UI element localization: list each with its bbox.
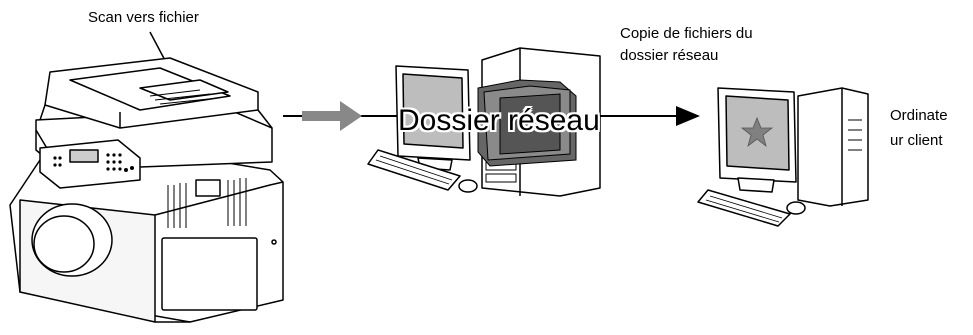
- star-icon: [740, 116, 774, 148]
- client-label-line1: Ordinate: [890, 107, 948, 124]
- folder-icon: [477, 79, 577, 167]
- copy-label-line2: dossier réseau: [620, 47, 719, 64]
- network-folder-label: Dossier réseau: [398, 104, 600, 137]
- multifunction-printer-icon: [9, 57, 284, 323]
- copy-label-line1: Copie de fichiers du: [620, 25, 753, 42]
- client-computer-icon: [697, 87, 869, 227]
- scan-to-file-label: Scan vers fichier: [88, 9, 199, 26]
- right-arrow-icon: [302, 101, 362, 131]
- client-label-line2: ur client: [890, 132, 943, 149]
